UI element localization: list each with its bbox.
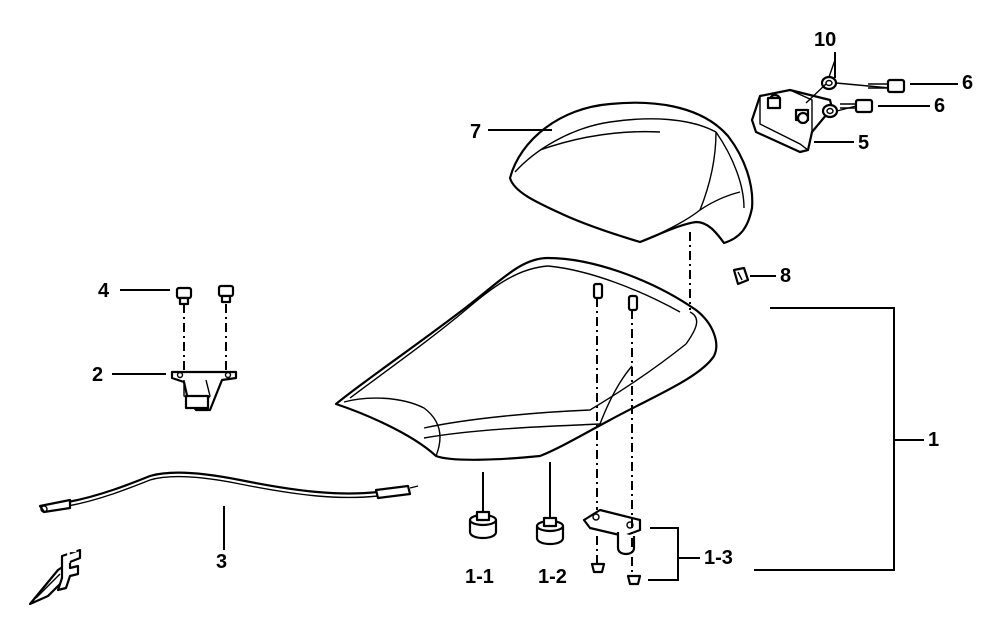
callout-2: 2 <box>92 364 104 386</box>
front-marker-letter: F <box>66 547 77 567</box>
washer-lower <box>821 103 839 119</box>
callout-10: 10 <box>814 29 837 51</box>
main-seat <box>334 256 718 461</box>
clip-nut <box>732 266 750 286</box>
rubber-bumper-right <box>535 516 565 546</box>
seat-lock <box>170 370 238 412</box>
lock-bolt-right <box>217 284 235 304</box>
passenger-seat <box>508 101 754 245</box>
washer-upper <box>820 75 838 91</box>
callout-7: 7 <box>470 121 482 143</box>
callout-1: 1 <box>928 429 940 451</box>
rubber-bumper-left <box>468 510 498 540</box>
callout-1-3: 1-3 <box>704 547 733 569</box>
seat-hook-bracket <box>582 508 642 556</box>
callout-6-lower: 6 <box>934 95 946 117</box>
seat-lock-cable <box>38 471 419 514</box>
callout-4: 4 <box>98 280 110 302</box>
lock-bolt-left <box>175 286 193 306</box>
callout-8: 8 <box>780 265 792 287</box>
callout-1-2: 1-2 <box>538 566 567 588</box>
callout-6-upper: 6 <box>962 72 974 94</box>
assembly-guide-lines <box>183 232 691 576</box>
callout-3: 3 <box>216 551 228 573</box>
callout-1-1: 1-1 <box>465 566 494 588</box>
bolt-lower <box>840 98 874 114</box>
bolt-upper <box>868 78 906 94</box>
front-direction-arrow-icon <box>28 548 82 606</box>
leader-lines <box>112 52 958 581</box>
callout-5: 5 <box>858 132 870 154</box>
rear-bracket <box>750 88 834 154</box>
